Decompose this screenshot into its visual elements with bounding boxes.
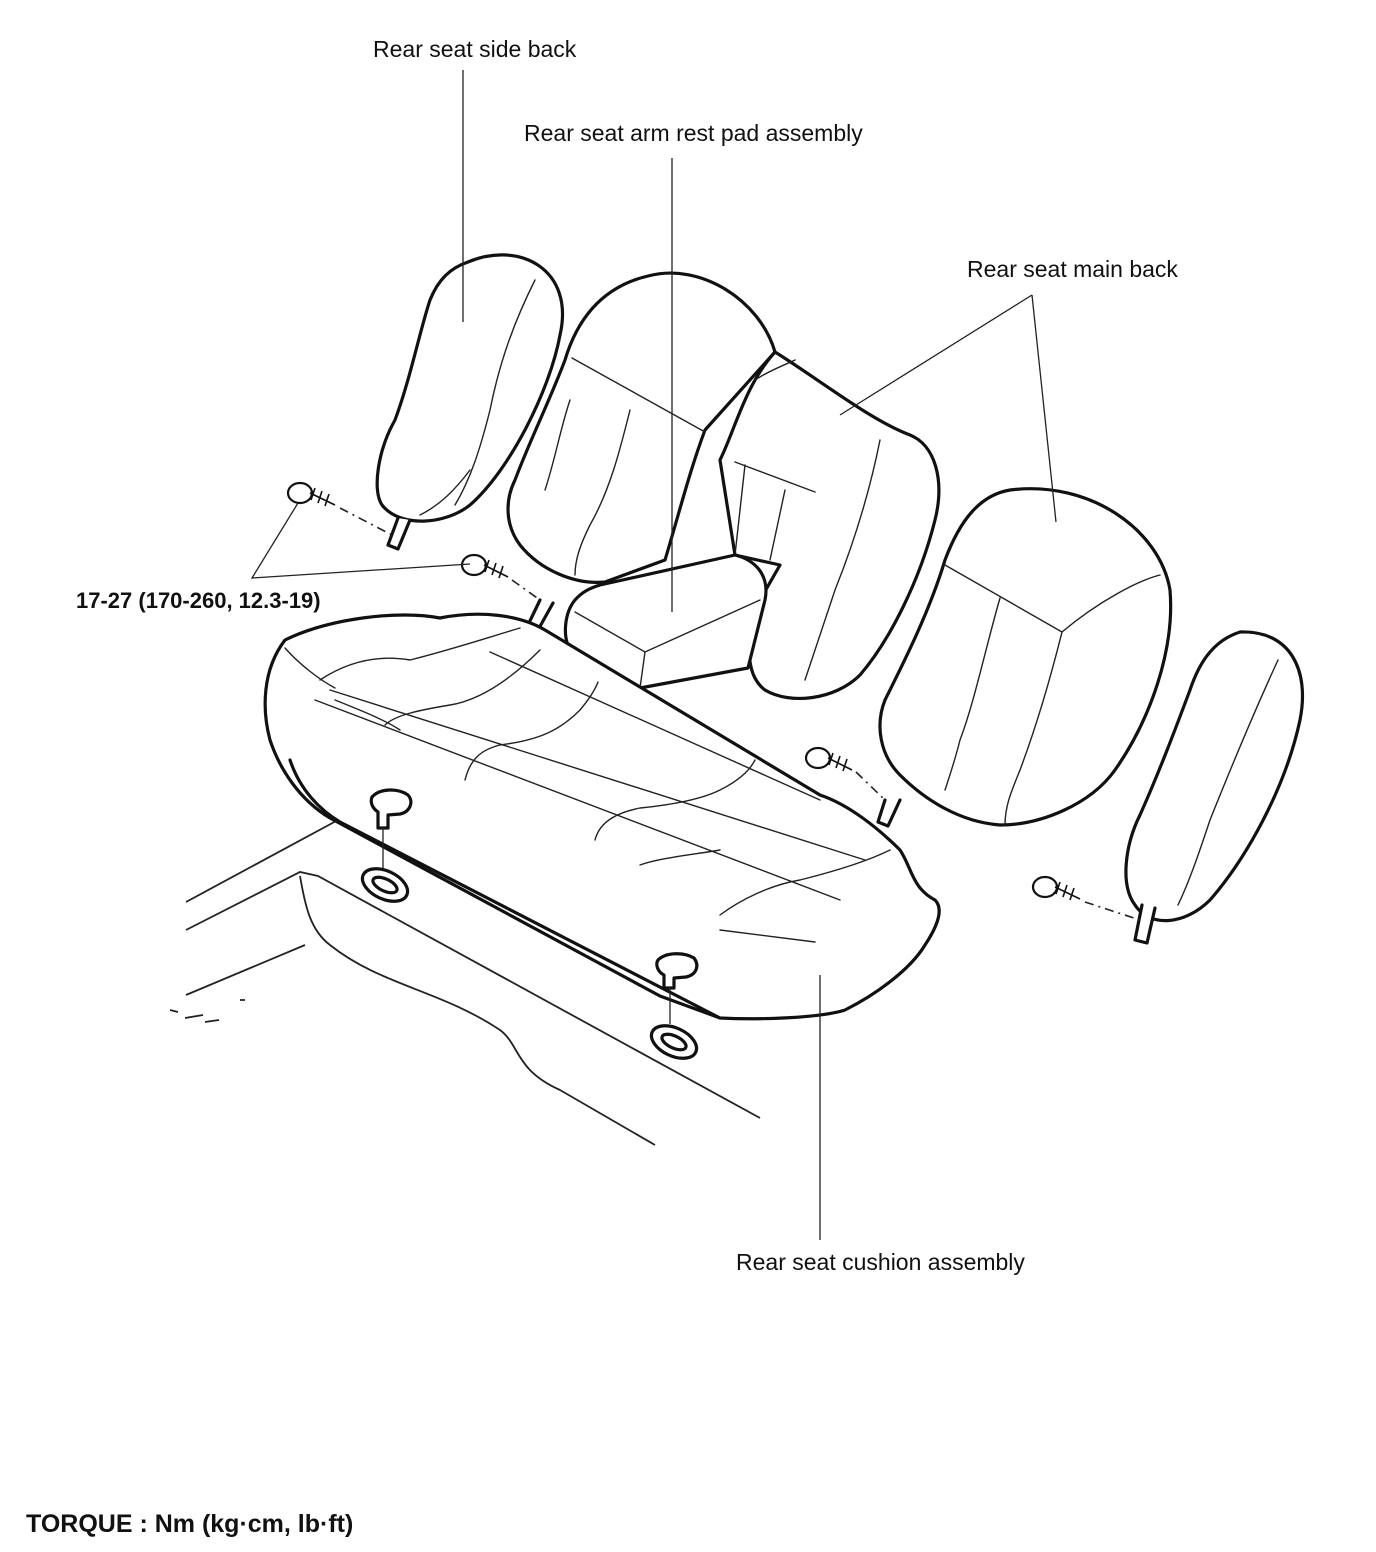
bolt-left-lower bbox=[460, 553, 509, 579]
seat-cushion bbox=[263, 612, 941, 1021]
mounting-bolts bbox=[286, 481, 1141, 921]
cushion-hooks bbox=[360, 788, 902, 1060]
label-rear-seat-cushion-assembly: Rear seat cushion assembly bbox=[736, 1249, 1025, 1275]
leader-lines bbox=[250, 70, 1057, 1240]
center-main-back bbox=[506, 271, 777, 584]
right-main-back bbox=[878, 487, 1173, 827]
label-rear-seat-arm-rest-pad-assembly: Rear seat arm rest pad assembly bbox=[524, 120, 863, 146]
right-side-back bbox=[1124, 630, 1305, 945]
label-torque-units: TORQUE : Nm (kg·cm, lb·ft) bbox=[26, 1510, 354, 1538]
main-back-upper bbox=[718, 350, 941, 701]
bolt-right-lower bbox=[1031, 875, 1081, 901]
bolt-left-upper bbox=[286, 481, 336, 507]
left-side-back bbox=[375, 253, 564, 551]
label-bolt-torque-value: 17-27 (170-260, 12.3-19) bbox=[76, 588, 321, 613]
label-rear-seat-main-back: Rear seat main back bbox=[967, 256, 1178, 282]
label-rear-seat-side-back: Rear seat side back bbox=[373, 36, 577, 62]
vehicle-floor bbox=[169, 819, 761, 1146]
bolt-right-upper bbox=[804, 746, 853, 772]
